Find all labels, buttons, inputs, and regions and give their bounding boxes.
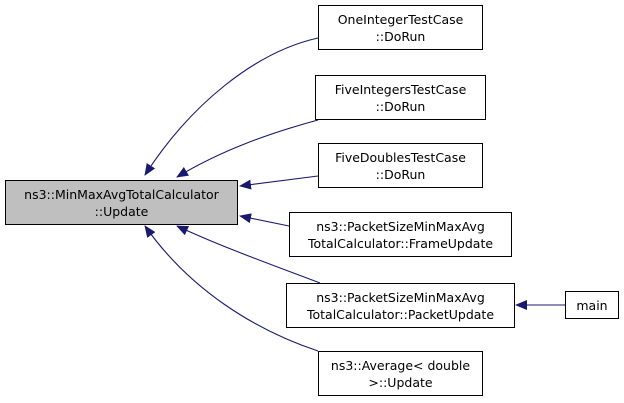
root-node-minmaxavg-update: ns3::MinMaxAvgTotalCalculator ::Update: [5, 180, 238, 225]
node-packetsize-frameupdate[interactable]: ns3::PacketSizeMinMaxAvg TotalCalculator…: [289, 212, 512, 257]
edge-fivedoubles-to-root: [239, 175, 319, 190]
node-label-line2: TotalCalculator::FrameUpdate: [307, 235, 494, 251]
node-average-double-update[interactable]: ns3::Average< double >::Update: [318, 351, 483, 396]
node-label-line1: FiveDoublesTestCase: [335, 149, 466, 165]
edge-onetest-to-root: [144, 37, 319, 176]
node-label-line1: ns3::PacketSizeMinMaxAvg: [316, 289, 485, 305]
root-node-line2: ::Update: [94, 203, 149, 219]
node-label-line1: FiveIntegersTestCase: [334, 81, 467, 97]
node-label-line1: ns3::PacketSizeMinMaxAvg: [316, 218, 485, 234]
node-label-line2: TotalCalculator::PacketUpdate: [306, 306, 495, 322]
edge-fiveints-to-root: [176, 119, 319, 178]
node-fivedoublestestcase-dorun[interactable]: FiveDoublesTestCase ::DoRun: [318, 143, 483, 188]
node-label-line2: ::DoRun: [375, 98, 426, 114]
node-label-line1: OneIntegerTestCase: [337, 11, 464, 27]
node-main[interactable]: main: [565, 291, 619, 319]
node-label: main: [576, 297, 608, 313]
node-label-line2: ::DoRun: [375, 166, 426, 182]
root-node-line1: ns3::MinMaxAvgTotalCalculator: [24, 186, 219, 202]
node-fiveintegerstestcase-dorun[interactable]: FiveIntegersTestCase ::DoRun: [315, 75, 486, 120]
edge-packetupdate-to-root: [176, 225, 321, 284]
node-label-line2: >::Update: [368, 374, 433, 390]
edge-frameupdate-to-root: [239, 213, 290, 227]
node-label-line1: ns3::Average< double: [330, 357, 471, 373]
node-label-line2: ::DoRun: [375, 28, 426, 44]
node-oneintegertestcase-dorun[interactable]: OneIntegerTestCase ::DoRun: [318, 5, 483, 50]
edge-average-to-root: [144, 225, 319, 352]
node-packetsize-packetupdate[interactable]: ns3::PacketSizeMinMaxAvg TotalCalculator…: [286, 283, 515, 328]
